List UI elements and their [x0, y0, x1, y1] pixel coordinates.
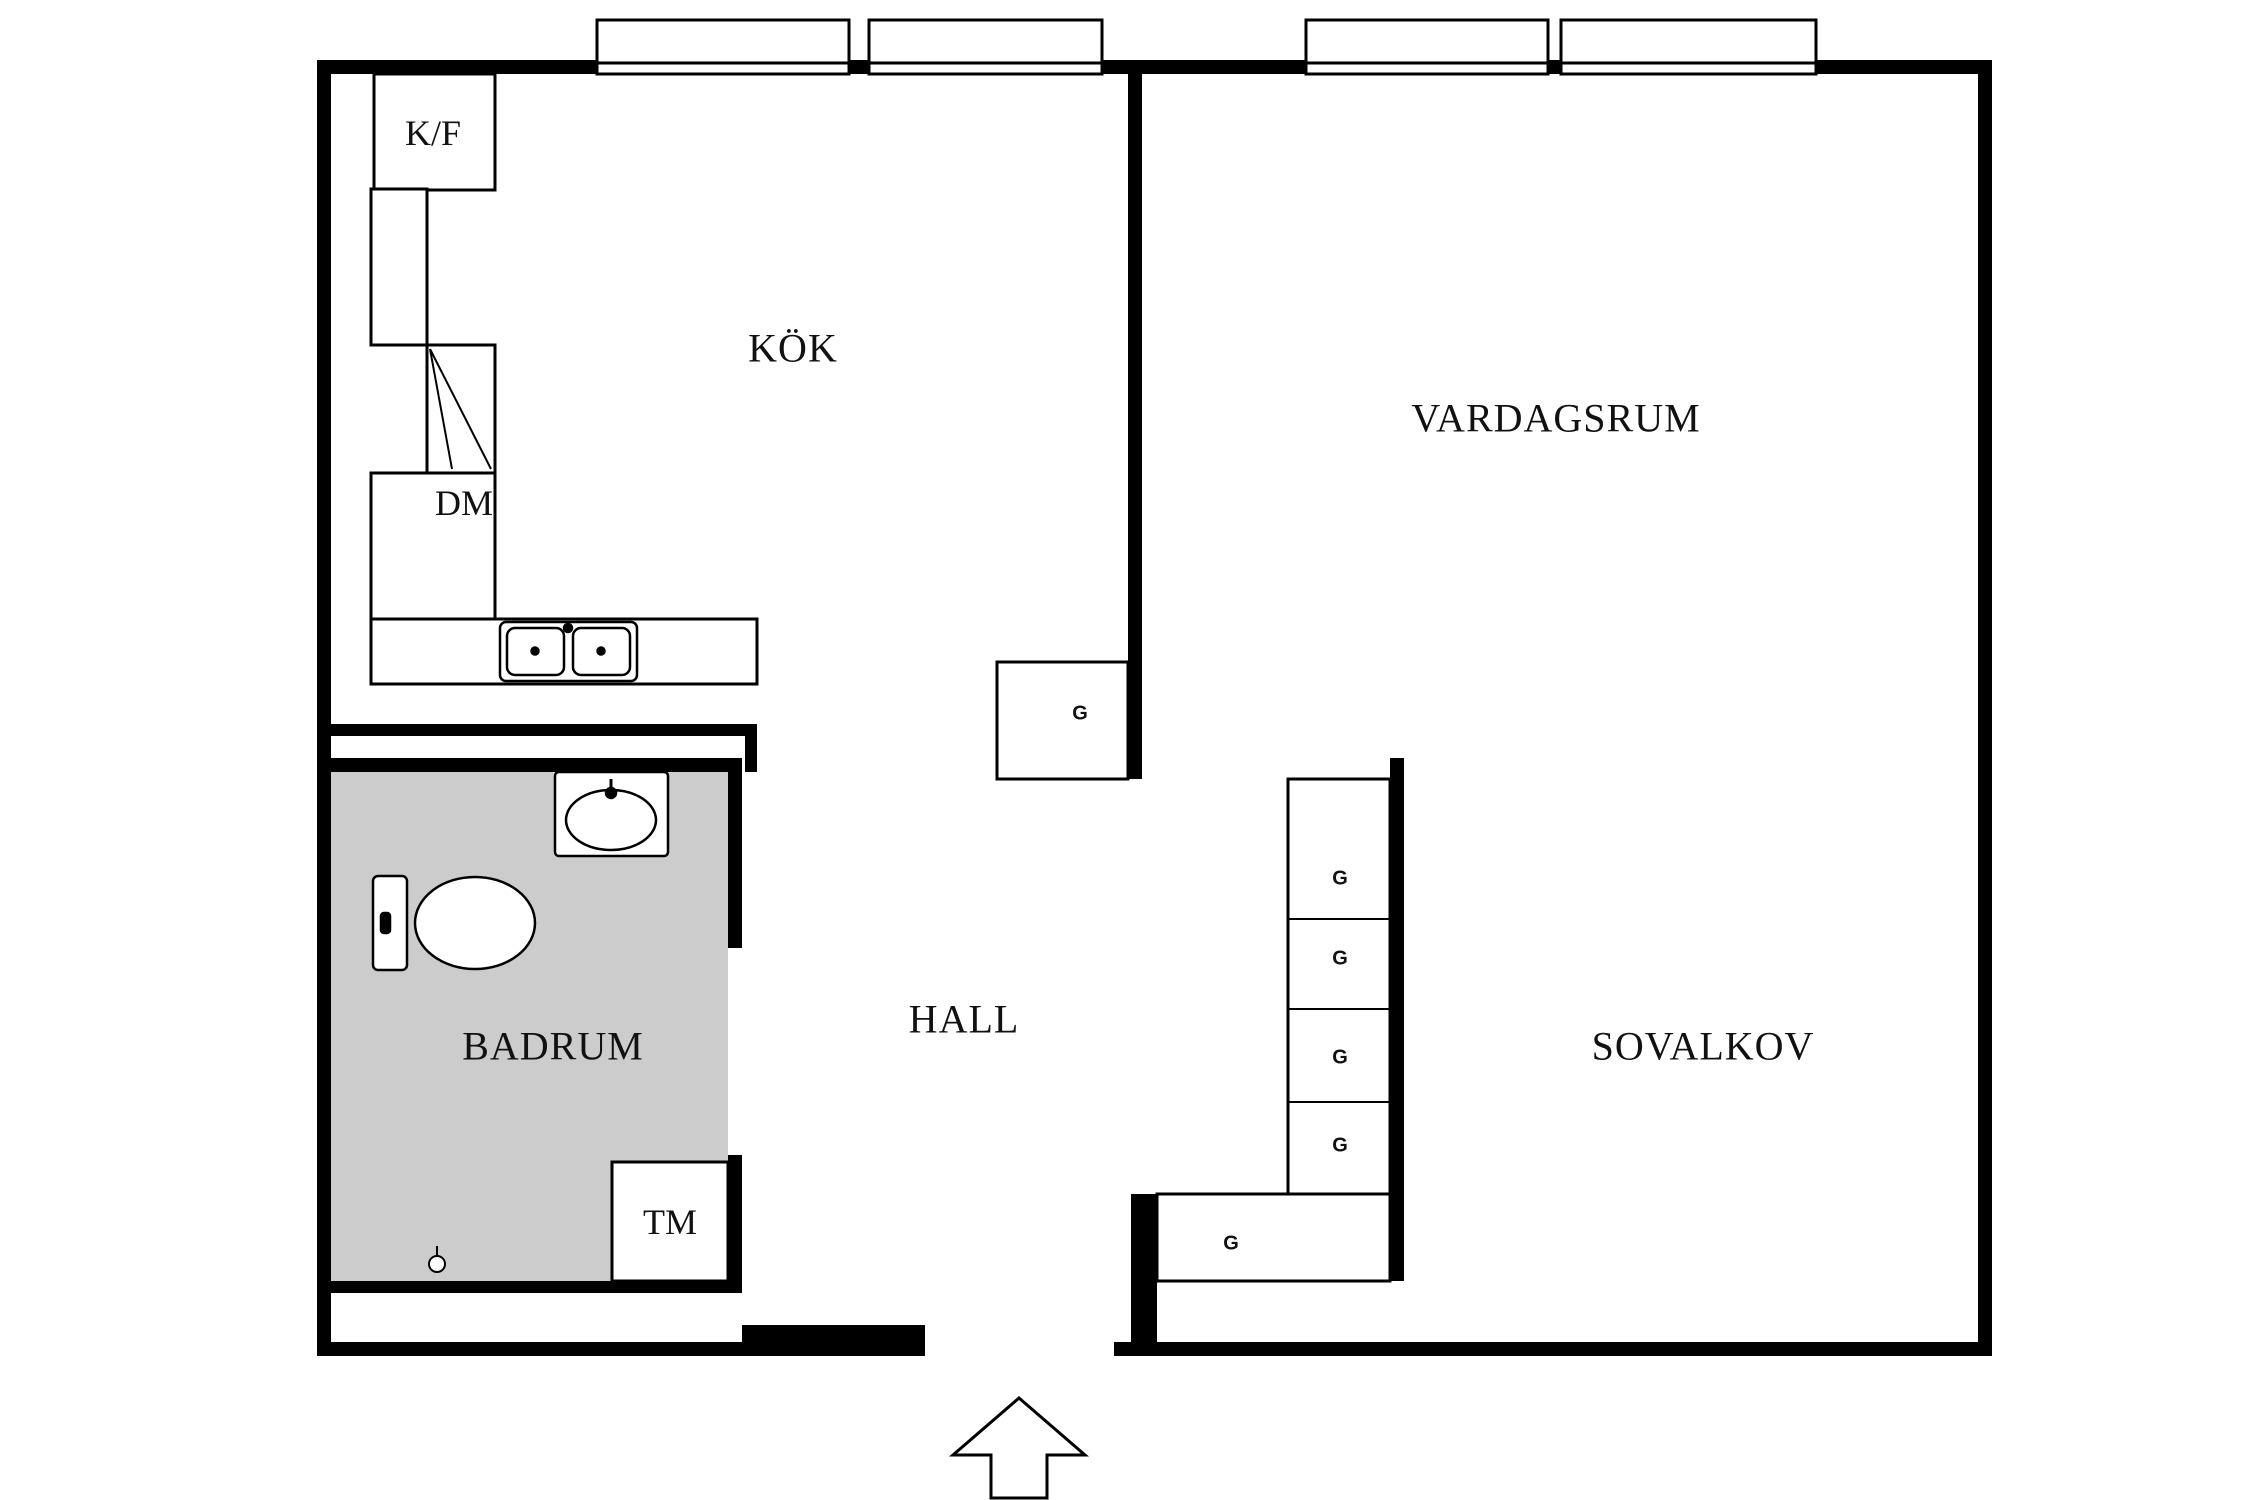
kitchen-fittings — [369, 72, 759, 686]
entrance-arrow-icon — [948, 1396, 1090, 1500]
washbasin-icon — [553, 770, 670, 858]
entry-wardrobe — [1155, 1192, 1392, 1283]
label-washing-machine: TM — [643, 1202, 697, 1242]
bathroom-fittings — [371, 770, 730, 1283]
wardrobe-label-column-4: G — [1332, 1134, 1348, 1157]
wardrobe-label-column-1: G — [1332, 867, 1348, 890]
floor-drain-icon — [428, 1246, 446, 1273]
kitchen-sink-icon — [498, 620, 639, 683]
window-3 — [1304, 18, 1550, 76]
fridge-freezer-box — [372, 72, 497, 192]
label-dishwasher: DM — [434, 483, 494, 523]
wardrobe-label-column-2: G — [1332, 947, 1348, 970]
wardrobe-label-closet: G — [1072, 702, 1088, 725]
window-4 — [1559, 18, 1818, 76]
room-label-sleeping-alcove: SOVALKOV — [1591, 1023, 1815, 1069]
label-fridge-freezer: K/F — [404, 113, 462, 153]
hall-closet — [995, 660, 1130, 781]
kitchen-counter-upper — [369, 187, 429, 347]
toilet-icon — [371, 874, 537, 972]
wardrobe-label-column-3: G — [1332, 1046, 1348, 1069]
interior-walls — [317, 74, 1404, 1356]
window-2 — [867, 18, 1104, 76]
window-1 — [595, 18, 851, 76]
room-label-bathroom: BADRUM — [462, 1023, 644, 1069]
room-label-kitchen: KÖK — [748, 325, 838, 371]
room-label-hall: HALL — [908, 996, 1020, 1042]
wardrobe-column — [1286, 777, 1392, 1196]
room-label-living-room: VARDAGSRUM — [1411, 395, 1701, 441]
kitchen-counter-lower — [369, 471, 497, 621]
window-icons — [595, 18, 1818, 76]
wardrobe-label-entry: G — [1223, 1232, 1239, 1255]
washing-machine-box — [610, 1160, 730, 1283]
outer-walls — [317, 60, 1992, 1356]
wardrobes — [995, 660, 1392, 1283]
